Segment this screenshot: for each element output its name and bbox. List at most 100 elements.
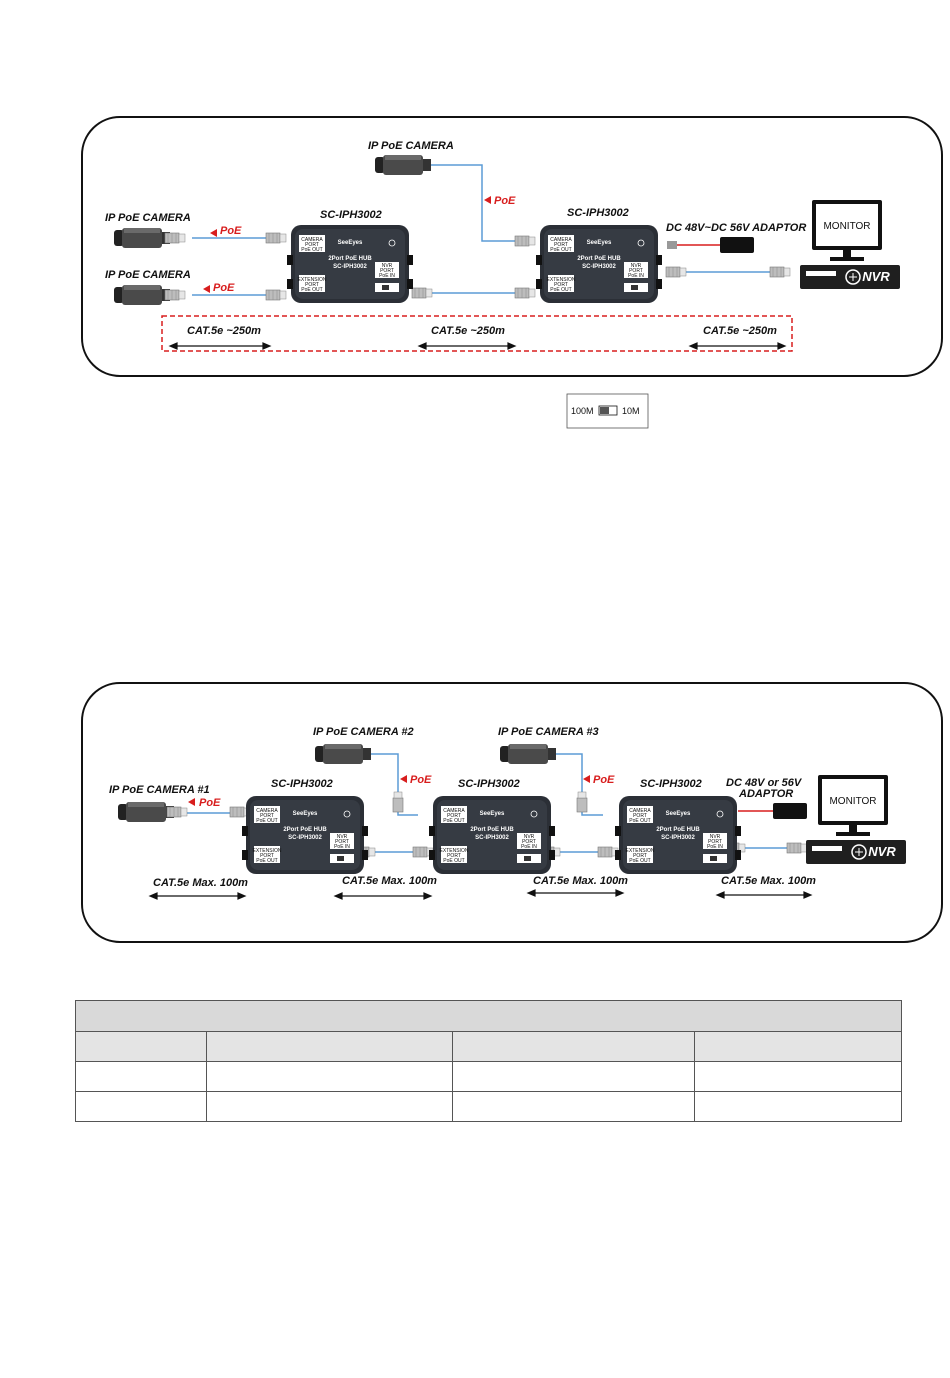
- nvr-label: NVR: [862, 269, 890, 284]
- svg-text:SC-IPH3002: SC-IPH3002: [288, 835, 322, 841]
- rj45-connector-icon: [786, 842, 808, 854]
- svg-text:EXTENSION: EXTENSION: [440, 848, 469, 854]
- svg-text:PORT: PORT: [305, 242, 319, 248]
- cable-range-box: [161, 315, 793, 352]
- camera-label: IP PoE CAMERA #3: [498, 726, 599, 738]
- table-column-header: [75, 1031, 207, 1062]
- table-cell: [694, 1091, 902, 1122]
- rj45-connector-icon: [769, 266, 791, 278]
- svg-text:PoE IN: PoE IN: [334, 844, 350, 850]
- camera-label: IP PoE CAMERA: [368, 140, 454, 152]
- table-header-row: [75, 1000, 902, 1032]
- monitor-label: MONITOR: [823, 221, 870, 232]
- adaptor-label: DC 48V or 56V: [726, 777, 803, 789]
- svg-text:PoE OUT: PoE OUT: [256, 818, 277, 824]
- hub-label: SC-IPH3002: [640, 778, 702, 790]
- svg-text:EXTENSION: EXTENSION: [547, 277, 576, 283]
- svg-text:100M: 100M: [571, 406, 594, 416]
- svg-text:PoE IN: PoE IN: [628, 273, 644, 279]
- table-cell: [452, 1061, 695, 1092]
- svg-text:PORT: PORT: [554, 242, 568, 248]
- svg-text:CAMERA: CAMERA: [550, 237, 572, 243]
- rj45-connector-icon: [164, 232, 186, 244]
- camera-icon: [118, 802, 174, 822]
- table-column-header: [452, 1031, 695, 1062]
- camera-icon: [315, 744, 371, 764]
- poe-arrow-icon: [203, 285, 210, 293]
- rj45-connector-icon: [411, 287, 433, 299]
- camera-icon: [375, 155, 431, 175]
- rj45-connector-icon: [392, 791, 404, 813]
- svg-text:PORT: PORT: [260, 813, 274, 819]
- svg-text:SeeEyes: SeeEyes: [480, 811, 505, 817]
- svg-text:NVR: NVR: [631, 263, 642, 269]
- nvr-label: NVR: [868, 844, 896, 859]
- svg-text:CAMERA: CAMERA: [443, 808, 465, 814]
- svg-text:PORT: PORT: [522, 839, 536, 845]
- camera-label: IP PoE CAMERA: [105, 269, 191, 281]
- diagram-1-frame: [81, 116, 943, 377]
- svg-text:CAMERA: CAMERA: [629, 808, 651, 814]
- hub-label: SC-IPH3002: [320, 209, 382, 221]
- cable-length-label: CAT.5e Max. 100m: [721, 875, 816, 887]
- cable-line: [425, 164, 518, 242]
- diagram-2-frame: [81, 682, 943, 943]
- svg-text:PoE OUT: PoE OUT: [629, 858, 650, 864]
- svg-text:PoE IN: PoE IN: [379, 273, 395, 279]
- poe-label: PoE: [199, 797, 221, 809]
- svg-text:SC-IPH3002: SC-IPH3002: [661, 835, 695, 841]
- rj45-connector-icon: [514, 235, 536, 247]
- svg-text:2Port PoE HUB: 2Port PoE HUB: [656, 827, 700, 833]
- hub-label: SC-IPH3002: [458, 778, 520, 790]
- svg-text:SC-IPH3002: SC-IPH3002: [333, 264, 367, 270]
- svg-text:SeeEyes: SeeEyes: [338, 240, 363, 246]
- svg-text:PoE OUT: PoE OUT: [301, 287, 322, 293]
- cable-line: [370, 753, 418, 816]
- cable-length-label: CAT.5e ~250m: [187, 325, 261, 337]
- hub-device: SeeEyes 2Port PoE HUB SC-IPH3002 CAMERA …: [535, 224, 663, 304]
- svg-text:PoE OUT: PoE OUT: [550, 287, 571, 293]
- poe-arrow-icon: [188, 798, 195, 806]
- table-row: [75, 1091, 902, 1122]
- cable-line: [556, 753, 603, 816]
- poe-arrow-icon: [400, 775, 407, 783]
- poe-arrow-icon: [583, 775, 590, 783]
- hub-label: SC-IPH3002: [271, 778, 333, 790]
- diagram-1: SeeEyes 2Port PoE HUB SC-IPH3002 CAMERA …: [81, 116, 943, 377]
- svg-text:SeeEyes: SeeEyes: [587, 240, 612, 246]
- svg-text:PORT: PORT: [447, 853, 461, 859]
- adaptor-label: DC 48V~DC 56V ADAPTOR: [666, 222, 806, 234]
- hub-label: SC-IPH3002: [567, 207, 629, 219]
- poe-label: PoE: [213, 282, 235, 294]
- svg-text:2Port PoE HUB: 2Port PoE HUB: [577, 256, 621, 262]
- svg-text:PoE OUT: PoE OUT: [443, 858, 464, 864]
- monitor-label: MONITOR: [829, 796, 876, 807]
- camera-icon: [500, 744, 556, 764]
- table-column-header: [694, 1031, 902, 1062]
- distance-arrow: [148, 889, 813, 900]
- cable-length-label: CAT.5e Max. 100m: [533, 875, 628, 887]
- svg-text:PORT: PORT: [633, 853, 647, 859]
- table-cell: [452, 1091, 695, 1122]
- svg-text:10M: 10M: [622, 406, 640, 416]
- hub-device: SeeEyes 2Port PoE HUB SC-IPH3002 CAMERA …: [241, 795, 369, 875]
- svg-text:PORT: PORT: [633, 813, 647, 819]
- svg-text:EXTENSION: EXTENSION: [298, 277, 327, 283]
- camera-icon: [114, 285, 170, 305]
- distance-arrow: [168, 342, 787, 350]
- svg-text:PORT: PORT: [629, 268, 643, 274]
- table-cell: [75, 1091, 207, 1122]
- svg-text:PORT: PORT: [380, 268, 394, 274]
- adaptor-label: ADAPTOR: [738, 788, 793, 800]
- svg-text:NVR: NVR: [382, 263, 393, 269]
- rj45-connector-icon: [665, 266, 687, 278]
- svg-text:PORT: PORT: [708, 839, 722, 845]
- hub-device: SeeEyes 2Port PoE HUB SC-IPH3002 CAMERA …: [286, 224, 414, 304]
- svg-text:EXTENSION: EXTENSION: [253, 848, 282, 854]
- svg-text:PoE OUT: PoE OUT: [443, 818, 464, 824]
- svg-text:PORT: PORT: [305, 282, 319, 288]
- svg-text:2Port PoE HUB: 2Port PoE HUB: [470, 827, 514, 833]
- poe-label: PoE: [220, 225, 242, 237]
- svg-text:PORT: PORT: [554, 282, 568, 288]
